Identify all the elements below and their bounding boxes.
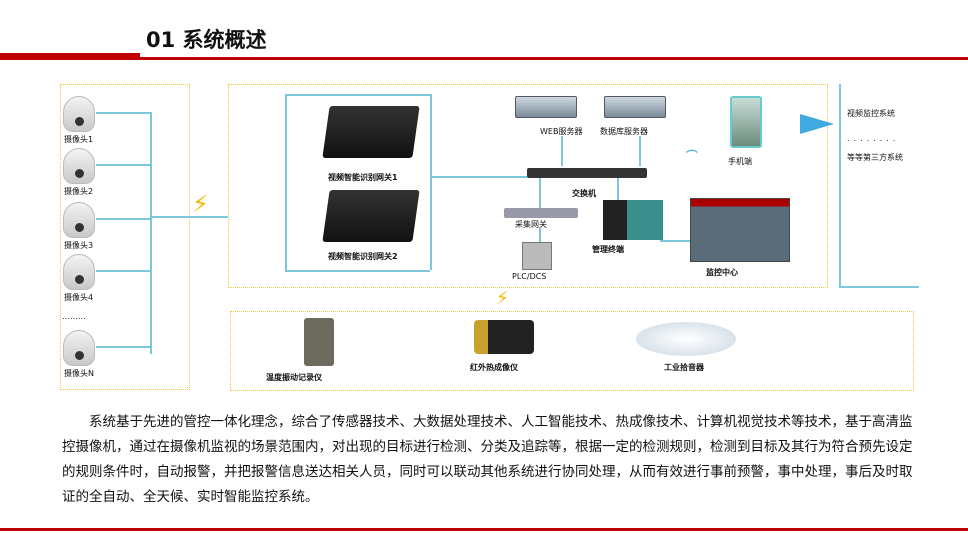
lightning-icon: ⚡ bbox=[192, 190, 209, 218]
gateway-label-1: 视频智能识别网关1 bbox=[328, 173, 398, 182]
camera-icon bbox=[63, 254, 95, 290]
camera-label: 摄像头1 bbox=[64, 135, 94, 144]
camera-bus bbox=[150, 112, 152, 354]
vibration-recorder-icon bbox=[304, 318, 334, 366]
camera-ellipsis: ……... bbox=[62, 312, 86, 321]
sensor-label-sound: 工业拾音器 bbox=[664, 363, 704, 372]
camera-label: 摄像头4 bbox=[64, 293, 94, 302]
monitor-center-image bbox=[690, 198, 790, 262]
db-server-icon bbox=[604, 96, 666, 118]
collect-gateway-label: 采集网关 bbox=[515, 220, 547, 229]
monitor-center-label: 监控中心 bbox=[706, 268, 738, 277]
header-divider bbox=[0, 57, 968, 60]
switch-icon bbox=[527, 168, 647, 178]
third-party-box bbox=[839, 84, 919, 288]
camera-link bbox=[150, 216, 228, 218]
mobile-label: 手机端 bbox=[728, 157, 752, 166]
camera-icon bbox=[63, 330, 95, 366]
camera-label: 摄像头3 bbox=[64, 241, 94, 250]
page-title: 01 系统概述 bbox=[146, 28, 267, 52]
third-party-dots: ........ bbox=[847, 134, 900, 143]
collect-gateway-icon bbox=[504, 208, 578, 218]
sensor-group bbox=[230, 311, 914, 391]
arrow-right-icon bbox=[800, 114, 834, 134]
web-server-label: WEB服务器 bbox=[540, 127, 583, 136]
switch-label: 交换机 bbox=[572, 189, 596, 198]
thermal-imager-icon bbox=[474, 320, 534, 354]
terminal-icon bbox=[603, 200, 663, 240]
camera-label: 摄像头2 bbox=[64, 187, 94, 196]
terminal-label: 管理终端 bbox=[592, 245, 624, 254]
gateway-label-2: 视频智能识别网关2 bbox=[328, 252, 398, 261]
processing-group bbox=[228, 84, 828, 288]
sound-pickup-icon bbox=[636, 322, 736, 356]
third-party-item-other: 等等第三方系统 bbox=[847, 153, 903, 162]
title-accent bbox=[0, 53, 140, 57]
gateway-device-1 bbox=[322, 106, 420, 158]
camera-group bbox=[60, 84, 190, 390]
plc-label: PLC/DCS bbox=[512, 272, 547, 281]
sensor-label-thermal: 红外热成像仪 bbox=[470, 363, 518, 372]
mobile-phone-icon bbox=[730, 96, 762, 148]
lightning-icon: ⚡ bbox=[496, 288, 509, 309]
third-party-item-video: 视频监控系统 bbox=[847, 109, 895, 118]
footer-divider bbox=[0, 528, 968, 531]
db-server-label: 数据库服务器 bbox=[600, 127, 648, 136]
plc-icon bbox=[522, 242, 552, 270]
camera-label: 摄像头N bbox=[64, 369, 94, 378]
camera-icon bbox=[63, 148, 95, 184]
web-server-icon bbox=[515, 96, 577, 118]
sensor-label-vibration: 温度振动记录仪 bbox=[266, 373, 322, 382]
gateway-device-2 bbox=[322, 190, 420, 242]
camera-icon bbox=[63, 96, 95, 132]
description-paragraph: 系统基于先进的管控一体化理念，综合了传感器技术、大数据处理技术、人工智能技术、热… bbox=[62, 414, 913, 505]
camera-icon bbox=[63, 202, 95, 238]
